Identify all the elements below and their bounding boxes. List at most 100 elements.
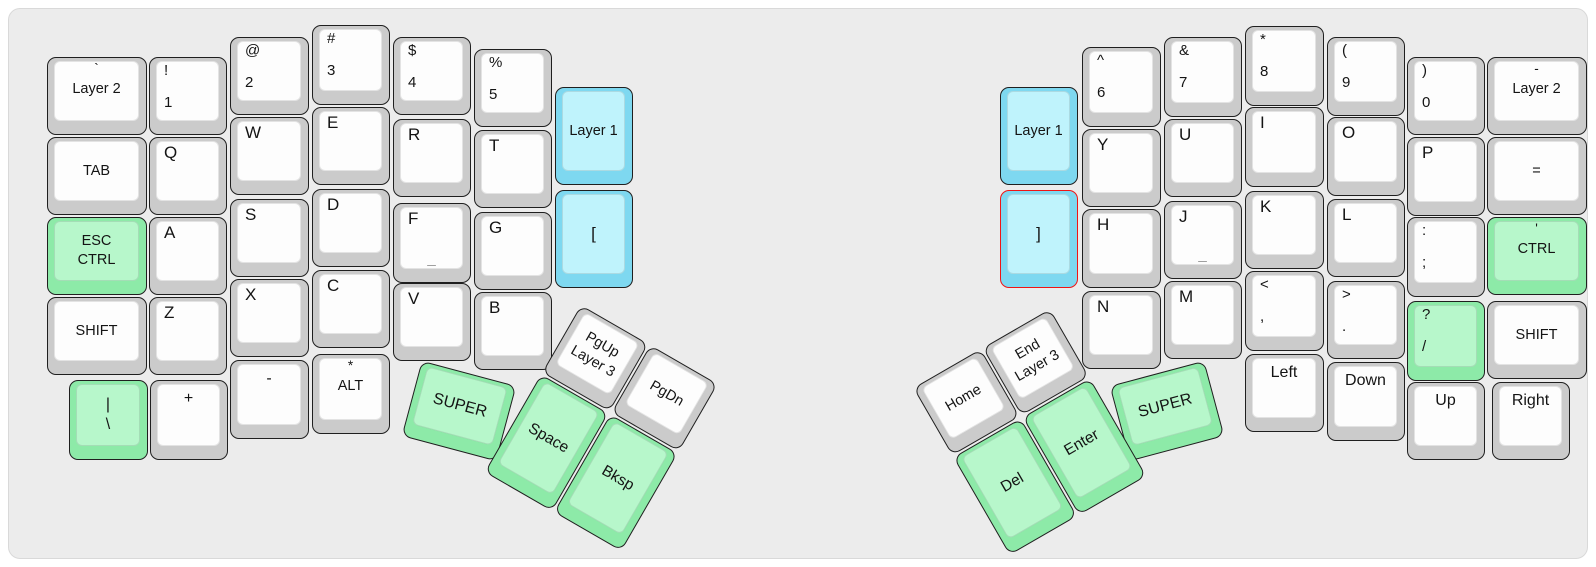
keycap-top: L — [1334, 203, 1397, 263]
key-question-slash[interactable]: ?/ — [1407, 301, 1485, 381]
key-legend-main: Layer 2 — [72, 81, 121, 97]
key-gt-period[interactable]: >. — [1327, 281, 1405, 359]
key-quote-ctrl[interactable]: 'CTRL — [1487, 217, 1587, 295]
key-legend-base: 9 — [1342, 74, 1351, 91]
key-colon-semicolon[interactable]: :; — [1407, 217, 1485, 297]
key-layer1-left[interactable]: Layer 1 — [555, 87, 633, 185]
key-legend-shifted: > — [1342, 286, 1351, 303]
key-d[interactable]: D — [312, 189, 390, 267]
key-z[interactable]: Z — [149, 297, 227, 375]
key-legend-main: F — [408, 209, 419, 228]
key-m[interactable]: M — [1164, 281, 1242, 359]
key-lt-comma[interactable]: <, — [1245, 271, 1324, 351]
homing-bar-mark: _ — [427, 250, 436, 267]
key-ast-8[interactable]: *8 — [1245, 26, 1324, 106]
key-c[interactable]: C — [312, 270, 390, 348]
key-legend-main: Layer 1 — [569, 123, 618, 139]
key-lbracket[interactable]: [ — [555, 190, 633, 288]
key-t[interactable]: T — [474, 130, 552, 208]
key-g[interactable]: G — [474, 212, 552, 290]
key-excl-1[interactable]: !1 — [149, 57, 227, 135]
key-b[interactable]: B — [474, 292, 552, 370]
key-grave-layer2[interactable]: `Layer 2 — [47, 57, 147, 135]
key-legend-main: SHIFT — [1515, 327, 1558, 343]
key-legend-main: W — [245, 123, 262, 142]
key-legend-shifted: * — [1260, 31, 1266, 48]
key-arrow-down[interactable]: Down — [1327, 362, 1405, 441]
keycap-top: T — [481, 134, 544, 194]
key-legend-main: M — [1179, 287, 1194, 306]
key-caret-6[interactable]: ^6 — [1082, 47, 1161, 127]
key-f[interactable]: F_ — [393, 203, 471, 283]
keycap-top: !1 — [156, 61, 219, 121]
key-arrow-up[interactable]: Up — [1407, 382, 1485, 460]
key-percent-5[interactable]: %5 — [474, 49, 552, 127]
key-q[interactable]: Q — [149, 137, 227, 215]
key-hash-3[interactable]: #3 — [312, 25, 390, 105]
key-legend-shifted: * — [347, 358, 354, 373]
key-at-2[interactable]: @2 — [230, 37, 309, 115]
key-s[interactable]: S — [230, 199, 309, 277]
key-arrow-left[interactable]: Left — [1245, 354, 1324, 432]
key-shift-left[interactable]: SHIFT — [47, 297, 147, 375]
key-y[interactable]: Y — [1082, 129, 1161, 207]
key-l[interactable]: L — [1327, 199, 1405, 277]
key-legend-shifted: ^ — [1097, 52, 1105, 69]
key-legend-main: Z — [164, 303, 175, 322]
key-r[interactable]: R — [393, 119, 471, 197]
key-amp-7[interactable]: &7 — [1164, 37, 1242, 117]
key-legend-main: U — [1179, 125, 1192, 144]
key-x[interactable]: X — [230, 279, 309, 357]
key-layer1-right[interactable]: Layer 1 — [1000, 87, 1078, 185]
key-legend-main: Bksp — [598, 461, 638, 494]
key-legend-base: 1 — [164, 94, 173, 111]
key-e[interactable]: E — [312, 107, 390, 185]
keycap-top: I — [1252, 111, 1316, 173]
keycap-top: Layer 1 — [1007, 91, 1070, 171]
key-rbracket[interactable]: ] — [1000, 190, 1078, 288]
key-equals[interactable]: = — [1487, 137, 1587, 215]
key-a[interactable]: A — [149, 217, 227, 295]
keycap-top: Q — [156, 141, 219, 201]
key-asterisk-alt[interactable]: * ALT — [312, 354, 390, 434]
keycap-top: X — [237, 283, 301, 343]
keycap-top: Layer 1 — [562, 91, 625, 171]
key-u[interactable]: U — [1164, 119, 1242, 197]
key-legend-line1: | — [105, 396, 111, 413]
key-shift-right[interactable]: SHIFT — [1487, 301, 1587, 379]
keycap-top: D — [319, 193, 382, 253]
key-v[interactable]: V — [393, 283, 471, 361]
key-legend-main: ALT — [337, 378, 364, 394]
key-legend-main: A — [164, 223, 176, 242]
key-tab[interactable]: TAB — [47, 137, 147, 215]
key-j[interactable]: J_ — [1164, 201, 1242, 279]
key-legend-line2: CTRL — [77, 252, 116, 268]
key-minus-left[interactable]: - — [230, 360, 309, 439]
keycap-top: SUPER — [411, 366, 508, 446]
key-o[interactable]: O — [1327, 117, 1405, 196]
keycap-top: U — [1171, 123, 1234, 183]
key-minus-layer2[interactable]: -Layer 2 — [1487, 57, 1587, 135]
key-legend-main: Enter — [1060, 425, 1102, 459]
key-legend-shifted: @ — [245, 42, 261, 59]
key-rparen-0[interactable]: )0 — [1407, 57, 1485, 135]
key-i[interactable]: I — [1245, 107, 1324, 187]
key-h[interactable]: H — [1082, 209, 1161, 288]
key-legend-main: = — [1532, 163, 1541, 179]
key-n[interactable]: N — [1082, 291, 1161, 369]
key-k[interactable]: K — [1245, 191, 1324, 269]
key-dollar-4[interactable]: $4 — [393, 37, 471, 115]
keycap-top: :; — [1414, 221, 1477, 283]
keycap-top: `Layer 2 — [54, 61, 139, 121]
key-p[interactable]: P — [1407, 137, 1485, 216]
key-arrow-right[interactable]: Right — [1492, 382, 1570, 460]
key-w[interactable]: W — [230, 117, 309, 195]
key-pipe-backslash[interactable]: |\ — [69, 380, 148, 460]
keycap-top: Home — [921, 356, 1006, 440]
key-legend-base: 7 — [1179, 74, 1188, 91]
key-lparen-9[interactable]: (9 — [1327, 37, 1405, 116]
key-legend-main: S — [245, 205, 257, 224]
key-legend-main: SUPER — [431, 390, 489, 421]
key-plus[interactable]: + — [150, 380, 228, 460]
